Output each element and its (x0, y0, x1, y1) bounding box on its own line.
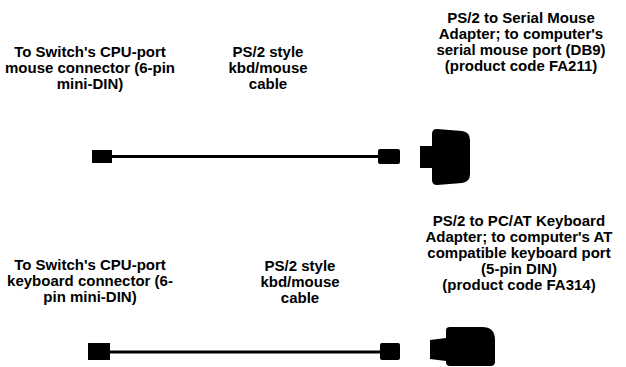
adapter-label: PS/2 to Serial Mouse Adapter; to compute… (430, 10, 612, 58)
at-keyboard-adapter (430, 327, 495, 366)
adapter-label: PS/2 to PC/AT Keyboard Adapter; to compu… (418, 213, 620, 277)
product-code: (product code FA211) (430, 58, 612, 74)
cable-label: PS/2 style kbd/mouse cable (220, 44, 316, 92)
product-code: (product code FA314) (418, 277, 620, 293)
mini-din-plug (378, 149, 400, 164)
cable-line (108, 351, 382, 354)
cable-label: PS/2 style kbd/mouse cable (252, 258, 348, 306)
connector-label: To Switch's CPU-port keyboard connector … (2, 257, 178, 305)
cable-line (110, 155, 382, 158)
connector-label: To Switch's CPU-port mouse connector (6-… (2, 44, 178, 92)
mini-din-plug (380, 343, 400, 360)
serial-adapter (420, 129, 470, 185)
mini-din-plug (92, 150, 112, 163)
mini-din-plug (88, 343, 110, 360)
